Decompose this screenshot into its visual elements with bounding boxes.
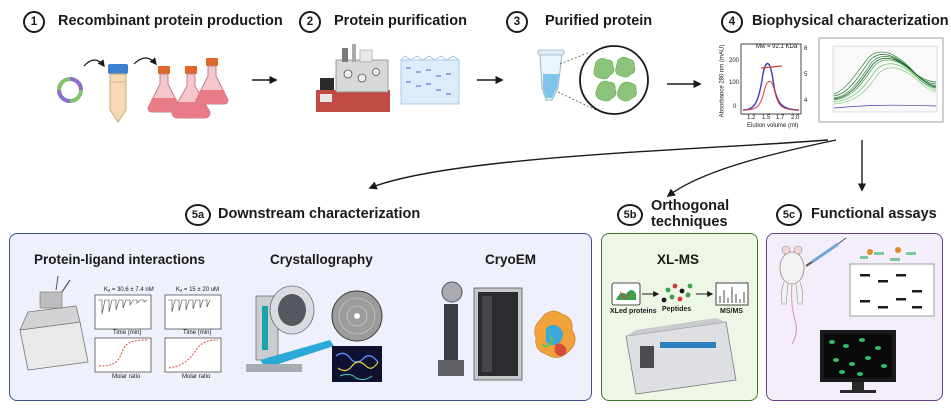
flask-icon bbox=[195, 58, 229, 105]
cell-imaging-monitor-icon bbox=[820, 330, 896, 393]
mass-spectrometer-icon bbox=[625, 318, 737, 395]
step-1-badge: 1 bbox=[23, 11, 45, 33]
flask-icon bbox=[171, 66, 211, 119]
xled-proteins-icon bbox=[611, 282, 641, 306]
sec-xtick: 1.7 bbox=[776, 115, 785, 121]
step-5b-badge: 5b bbox=[617, 204, 643, 226]
diffraction-pattern-icon bbox=[331, 290, 383, 342]
syringe-icon bbox=[805, 237, 847, 267]
itc-xlabel-right: Molar ratio bbox=[182, 374, 211, 380]
itc-plot-left bbox=[94, 294, 152, 373]
ms-spectrum-icon bbox=[715, 282, 749, 306]
curved-arrow-icon bbox=[368, 139, 829, 190]
cryoem-microscope-icon bbox=[438, 281, 523, 381]
step-2-badge: 2 bbox=[299, 11, 321, 33]
sec-ytick-left: 100 bbox=[729, 80, 740, 86]
peptides-icon bbox=[661, 283, 693, 303]
plasmid-icon bbox=[57, 77, 83, 103]
step-2-label: Protein purification bbox=[334, 13, 467, 29]
step-5c-badge: 5c bbox=[776, 204, 802, 226]
mouse-icon bbox=[779, 245, 805, 345]
step-3-badge: 3 bbox=[506, 11, 528, 33]
itc-time-left: Time (min) bbox=[113, 330, 142, 336]
eppendorf-tube-icon bbox=[537, 49, 565, 101]
curved-arrow-icon bbox=[83, 59, 105, 68]
itc-instrument-icon bbox=[19, 275, 89, 371]
sds-page-gel-icon bbox=[400, 55, 460, 105]
sec-ylabel: Absorbance 280 nm (mAU) bbox=[719, 44, 726, 118]
sec-xtick: 1.2 bbox=[747, 115, 756, 121]
sec-mw-annotation: Mw = 92.1 KDa bbox=[756, 44, 798, 50]
step-5b-label-line2: techniques bbox=[651, 214, 728, 230]
sec-xlabel: Elution volume (ml) bbox=[747, 123, 799, 129]
crystallography-heading: Crystallography bbox=[270, 252, 373, 267]
thermal-melt-plot bbox=[818, 37, 944, 123]
sec-ytick-right: 4 bbox=[804, 98, 808, 104]
curved-arrow-icon bbox=[133, 57, 157, 66]
itc-kd-right: Kₐ = 15 ± 20 uM bbox=[176, 287, 220, 293]
diffractometer-icon bbox=[246, 285, 334, 372]
peptides-label: Peptides bbox=[662, 306, 692, 313]
sec-mals-plot bbox=[740, 43, 802, 115]
flask-icon bbox=[147, 66, 181, 113]
sec-ytick-right: 5 bbox=[804, 72, 808, 78]
step-5b-label-line1: Orthogonal bbox=[651, 198, 730, 214]
zoom-line bbox=[557, 91, 597, 111]
itc-time-right: Time (min) bbox=[183, 330, 212, 336]
ms-ms-label: MS/MS bbox=[720, 308, 743, 315]
step-4-label: Biophysical characterization bbox=[752, 13, 949, 29]
step-4-badge: 4 bbox=[721, 11, 743, 33]
xl-ms-heading: XL-MS bbox=[657, 252, 699, 267]
protein-structure-icon bbox=[534, 310, 576, 358]
itc-plot-right bbox=[164, 294, 222, 373]
culture-tube-icon bbox=[108, 64, 128, 123]
protein-ligand-interactions-heading: Protein-ligand interactions bbox=[34, 252, 206, 267]
fplc-instrument-icon bbox=[316, 44, 390, 112]
itc-kd-left: Kₐ = 30.6 ± 7.4 nM bbox=[104, 287, 154, 293]
sec-ytick-left: 200 bbox=[729, 58, 740, 64]
zoom-line bbox=[559, 51, 591, 65]
sec-xtick: 2.0 bbox=[791, 115, 800, 121]
step-5a-label: Downstream characterization bbox=[218, 206, 421, 222]
protein-magnified-icon bbox=[579, 45, 649, 115]
step-3-label: Purified protein bbox=[545, 13, 653, 29]
sec-xtick: 1.5 bbox=[762, 115, 771, 121]
electron-density-map-icon bbox=[332, 346, 382, 382]
western-blot-icon bbox=[849, 247, 935, 317]
xled-proteins-label: XLed proteins bbox=[610, 308, 657, 315]
step-5c-label: Functional assays bbox=[811, 206, 937, 222]
itc-xlabel-left: Molar ratio bbox=[112, 374, 141, 380]
sec-ytick-left: 0 bbox=[733, 104, 737, 110]
cryoem-heading: CryoEM bbox=[485, 252, 537, 267]
step-1-label: Recombinant protein production bbox=[58, 13, 283, 29]
step-5a-badge: 5a bbox=[185, 204, 211, 226]
curved-arrow-icon bbox=[666, 139, 837, 198]
sec-ytick-right: 6 bbox=[804, 46, 808, 52]
